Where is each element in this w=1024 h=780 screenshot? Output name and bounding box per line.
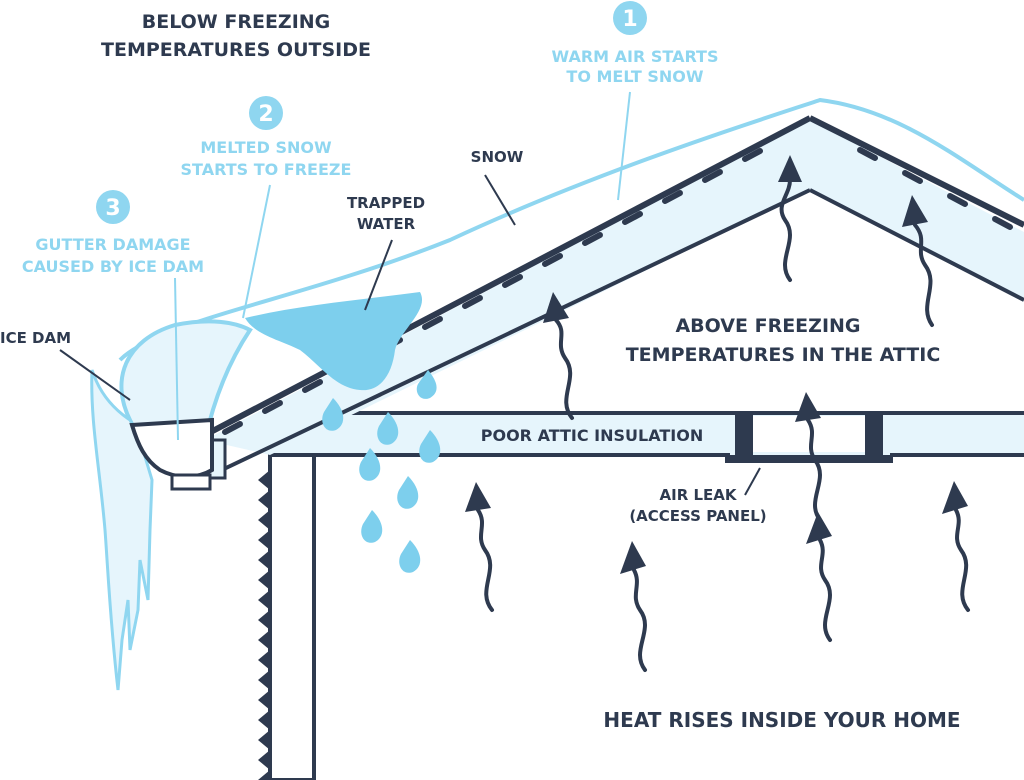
leader-trapped-water <box>364 239 393 311</box>
gutter <box>129 417 214 491</box>
wavy-up-arrow-icon <box>543 292 574 420</box>
leader-ice-dam <box>59 349 131 401</box>
step-3-text-line2: CAUSED BY ICE DAM <box>22 257 204 276</box>
wavy-up-arrow-icon <box>942 481 970 612</box>
step-2-text-line1: MELTED SNOW <box>200 138 332 157</box>
trapped-water-label-line2: WATER <box>357 215 416 233</box>
snow-label: SNOW <box>471 148 524 166</box>
water-drop-icon <box>419 430 441 463</box>
wavy-up-arrow-icon <box>620 541 647 672</box>
snow-outline <box>118 97 1024 362</box>
attic-temp-label-line2: TEMPERATURES IN THE ATTIC <box>626 344 941 366</box>
step-badge-2: 2 <box>249 96 283 130</box>
svg-text:1: 1 <box>622 7 637 32</box>
step-badge-1: 1 <box>613 1 647 35</box>
water-drops <box>322 370 441 573</box>
air-leak-label-line1: AIR LEAK <box>660 486 738 504</box>
roof <box>118 97 1024 480</box>
air-leak-label-line2: (ACCESS PANEL) <box>629 507 766 525</box>
wavy-up-arrow-icon <box>902 195 934 327</box>
step-3-text-line1: GUTTER DAMAGE <box>35 235 190 254</box>
water-drop-icon <box>359 448 381 481</box>
leader-air-leak <box>744 467 761 496</box>
water-drop-icon <box>361 510 383 543</box>
icicles <box>90 369 154 691</box>
wavy-up-arrow-icon <box>778 155 802 282</box>
attic-floor-insulation <box>270 411 1024 463</box>
wavy-up-arrow-icon <box>795 392 822 522</box>
ice-dam-label: ICE DAM <box>0 329 71 347</box>
wavy-up-arrow-icon <box>806 512 832 642</box>
svg-text:3: 3 <box>105 196 120 221</box>
leader-snow <box>484 174 516 226</box>
step-badge-3: 3 <box>96 190 130 224</box>
leader-lines <box>59 91 761 496</box>
outside-temp-title-line2: TEMPERATURES OUTSIDE <box>101 39 371 61</box>
attic-temp-label-line1: ABOVE FREEZING <box>675 315 860 337</box>
leader-step-1 <box>617 91 631 201</box>
water-drop-icon <box>399 540 421 573</box>
water-drop-icon <box>397 476 419 509</box>
step-2-text-line2: STARTS TO FREEZE <box>181 160 352 179</box>
water-drop-icon <box>377 412 399 445</box>
access-panel <box>725 413 893 463</box>
water-drop-icon <box>322 398 344 431</box>
leader-step-2 <box>242 184 271 319</box>
outside-temp-title-line1: BELOW FREEZING <box>142 11 331 33</box>
step-1-text-line2: TO MELT SNOW <box>566 67 703 86</box>
house-wall <box>258 453 316 780</box>
water-drop-icon <box>416 370 437 399</box>
leader-step-3 <box>174 277 179 441</box>
wavy-up-arrow-icon <box>465 482 494 612</box>
trapped-water <box>245 292 423 391</box>
heat-arrows <box>465 155 970 672</box>
svg-text:2: 2 <box>258 102 273 127</box>
ice-dam <box>90 319 253 691</box>
trapped-water-label-line1: TRAPPED <box>347 194 425 212</box>
heat-rises-label: HEAT RISES INSIDE YOUR HOME <box>603 708 960 732</box>
insulation-label: POOR ATTIC INSULATION <box>481 426 703 445</box>
step-1-text-line1: WARM AIR STARTS <box>552 47 719 66</box>
